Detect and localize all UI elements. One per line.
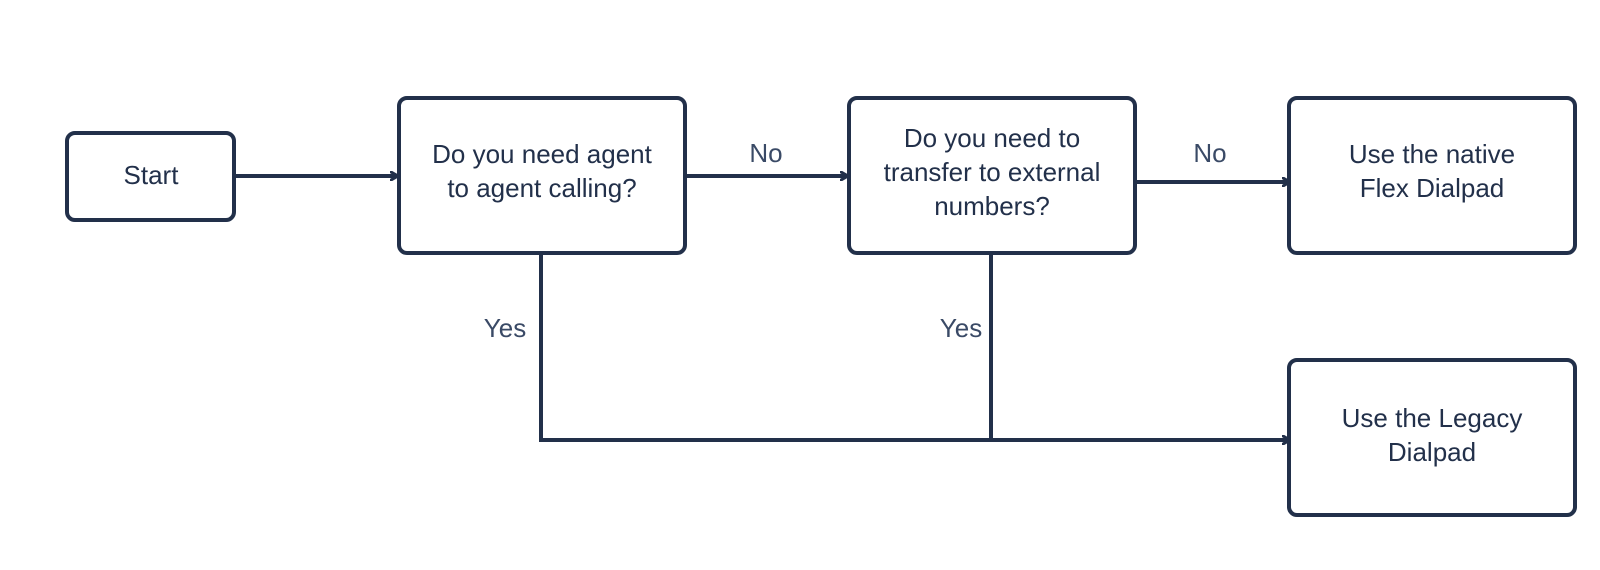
edge-label-q1-yes: Yes [484, 313, 526, 343]
node-native-flex-dialpad-line-1: Use the native [1349, 139, 1515, 169]
edge-q1-yes-to-legacy [539, 255, 1290, 440]
node-start: Start [65, 131, 236, 222]
node-question-external-numbers: Do you need to transfer to external numb… [847, 96, 1137, 255]
edge-label-q2-no: No [1193, 138, 1226, 168]
edge-label-q1-no: No [749, 138, 782, 168]
node-question-external-numbers-line-1: Do you need to [904, 123, 1080, 153]
edge-label-q2-yes: Yes [940, 313, 982, 343]
node-native-flex-dialpad: Use the native Flex Dialpad [1287, 96, 1577, 255]
node-question-agent-calling: Do you need agent to agent calling? [397, 96, 687, 255]
node-question-external-numbers-line-3: numbers? [934, 191, 1050, 221]
node-native-flex-dialpad-line-2: Flex Dialpad [1360, 173, 1505, 203]
node-legacy-dialpad-line-1: Use the Legacy [1342, 403, 1523, 433]
node-question-external-numbers-line-2: transfer to external [884, 157, 1101, 187]
node-legacy-dialpad-line-2: Dialpad [1388, 437, 1476, 467]
node-start-label: Start [124, 160, 180, 190]
node-question-agent-calling-line-1: Do you need agent [432, 139, 653, 169]
node-legacy-dialpad: Use the Legacy Dialpad [1287, 358, 1577, 517]
node-question-agent-calling-line-2: to agent calling? [447, 173, 636, 203]
